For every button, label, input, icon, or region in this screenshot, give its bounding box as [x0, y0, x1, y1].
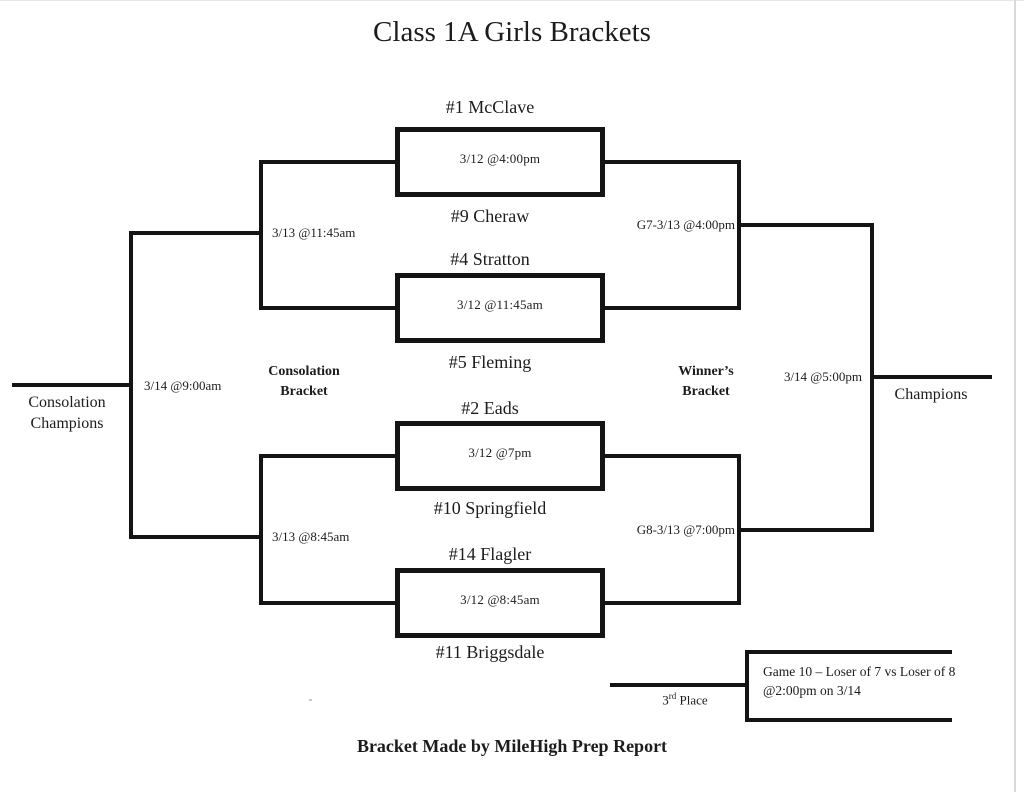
consolation-champions-label-line1: Consolation: [28, 394, 106, 411]
game4-box: 3/12 @8:45am: [395, 568, 605, 638]
consolation-bracket-header-line2: Bracket: [280, 384, 328, 399]
consolation-line-game1-out: [259, 160, 395, 164]
consolation-semi-bottom-label: 3/13 @8:45am: [272, 529, 350, 544]
team-label-eads: #2 Eads: [461, 398, 519, 418]
consolation-line-game3-out: [259, 454, 395, 458]
consolation-join-bottom: [259, 454, 263, 605]
game2-time: 3/12 @11:45am: [457, 297, 543, 312]
consolation-champions-label: Consolation Champions: [7, 392, 127, 434]
footer-credit: Bracket Made by MileHigh Prep Report: [356, 736, 668, 756]
consolation-bracket-header: Consolation Bracket: [243, 362, 365, 402]
winners-bracket-header-line1: Winner’s: [678, 364, 734, 379]
page-title: Class 1A Girls Brackets: [373, 16, 651, 48]
third-place-label: 3rd Place: [640, 689, 730, 707]
consolation-champions-line: [12, 383, 133, 387]
final-time-label: 3/14 @5:00pm: [783, 369, 862, 384]
third-place-box-left-edge: [745, 652, 749, 722]
game1-time: 3/12 @4:00pm: [459, 151, 541, 166]
game2-box: 3/12 @11:45am: [395, 273, 605, 343]
print-artifact-dot: [309, 699, 312, 701]
g7-label: G7-3/13 @4:00pm: [636, 217, 735, 232]
team-label-springfield: #10 Springfield: [433, 498, 547, 518]
third-place-line: [610, 683, 749, 687]
consolation-final-time-label: 3/14 @9:00am: [144, 378, 222, 393]
third-place-label-rest: Place: [676, 692, 708, 708]
winner-line-game1-out: [605, 160, 741, 164]
team-label-flagler: #14 Flagler: [448, 544, 532, 564]
page-right-edge: [1014, 0, 1016, 792]
consolation-champions-label-line2: Champions: [30, 415, 104, 432]
third-place-label-sup: rd: [668, 691, 677, 701]
consolation-semifinal-top-out: [129, 231, 263, 235]
team-label-cheraw: #9 Cheraw: [450, 206, 530, 226]
page-top-edge: [0, 0, 1024, 1]
winner-line-g8-out: [737, 528, 874, 532]
game3-time: 3/12 @7pm: [468, 445, 532, 460]
winner-join-top: [737, 160, 741, 310]
consolation-join-top: [259, 160, 263, 310]
third-place-box-top-edge: [745, 650, 952, 654]
team-label-stratton: #4 Stratton: [450, 249, 530, 269]
winner-line-g7-out: [737, 223, 874, 227]
game4-time: 3/12 @8:45am: [460, 592, 540, 607]
team-label-briggsdale: #11 Briggsdale: [435, 642, 545, 662]
game1-box: 3/12 @4:00pm: [395, 127, 605, 197]
consolation-line-game4-out: [259, 601, 395, 605]
third-place-box-bottom-edge: [745, 718, 952, 722]
game3-box: 3/12 @7pm: [395, 421, 605, 491]
team-label-fleming: #5 Fleming: [448, 352, 532, 372]
third-place-label-num: 3: [662, 692, 669, 708]
winners-bracket-header: Winner’s Bracket: [645, 362, 767, 402]
winner-line-game4-out: [605, 601, 741, 605]
team-label-mcclave: #1 McClave: [445, 97, 535, 117]
consolation-line-game2-out: [259, 306, 395, 310]
champions-line: [870, 375, 992, 379]
third-place-game-text-line2: @2:00pm on 3/14: [763, 683, 861, 698]
winners-bracket-header-line2: Bracket: [682, 384, 730, 399]
g8-label: G8-3/13 @7:00pm: [636, 522, 735, 537]
third-place-game-text-line1: Game 10 – Loser of 7 vs Loser of 8: [763, 664, 956, 679]
consolation-semi-top-label: 3/13 @11:45am: [272, 225, 356, 240]
consolation-bracket-header-line1: Consolation: [268, 364, 340, 379]
champions-label: Champions: [894, 386, 968, 403]
winner-line-game3-out: [605, 454, 741, 458]
consolation-semifinal-bottom-out: [129, 535, 263, 539]
winner-line-game2-out: [605, 306, 741, 310]
third-place-game-text: Game 10 – Loser of 7 vs Loser of 8 @2:00…: [763, 662, 956, 700]
